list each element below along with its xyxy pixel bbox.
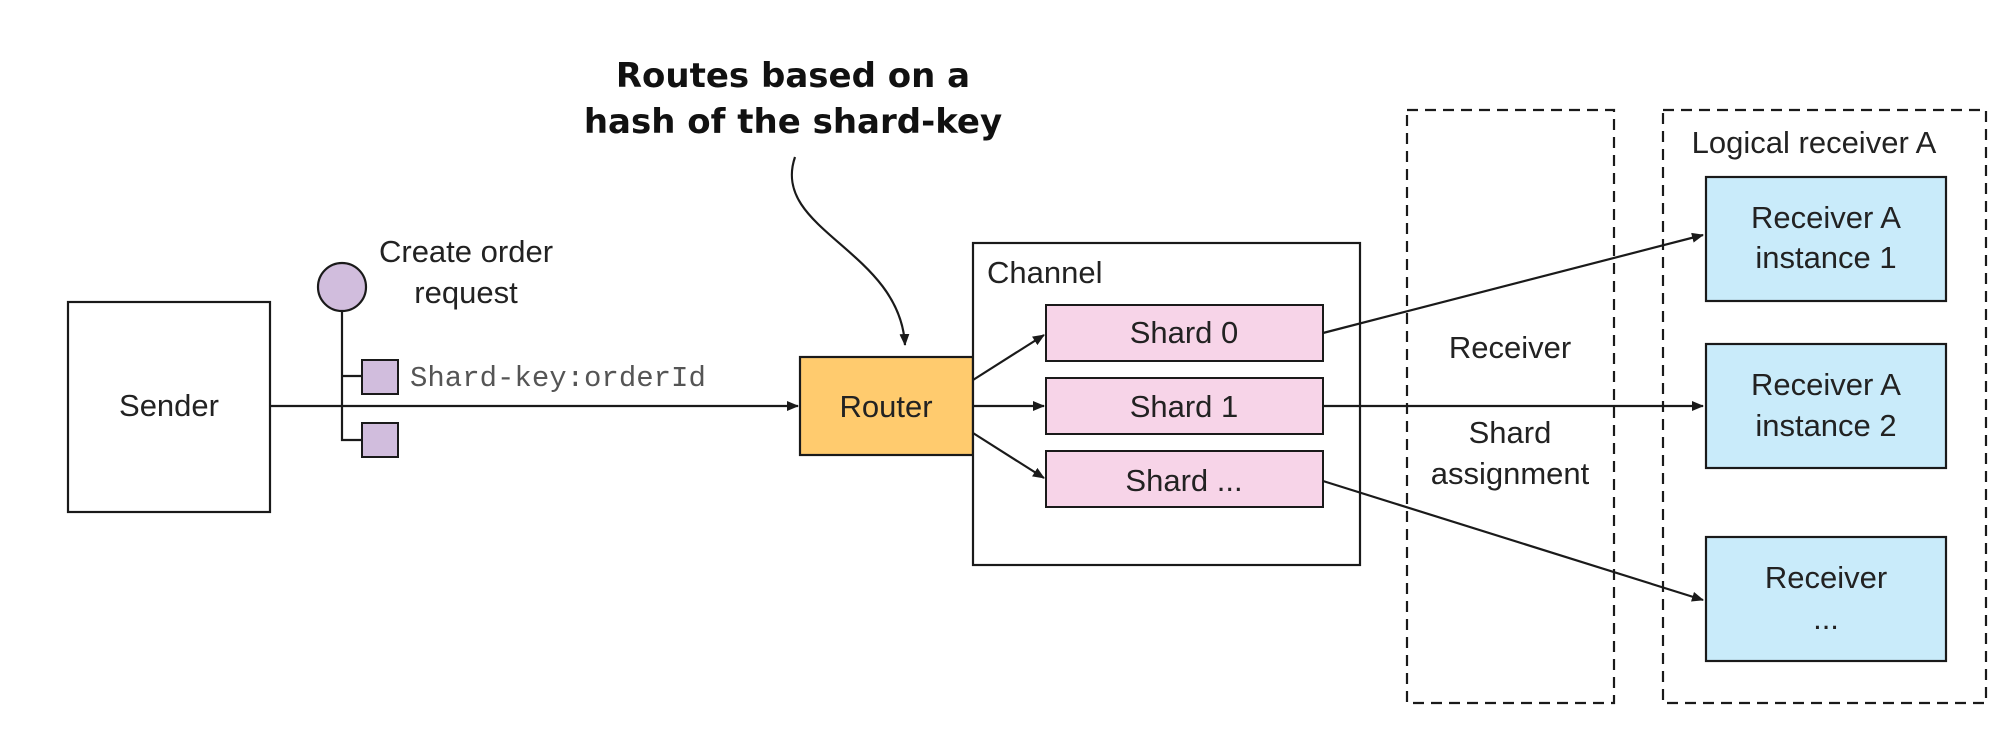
receiver-instance-line-1: Receiver A: [1751, 367, 1901, 402]
shard-box: [1045, 450, 1324, 508]
router-to-shard-arrow: [972, 334, 1045, 381]
assignment-label-line-1: Receiver: [1449, 330, 1571, 365]
shard-label: Shard ...: [1125, 463, 1242, 498]
message-label-line-2: request: [414, 275, 518, 310]
shard-to-receiver-arrow: [1322, 232, 1704, 335]
receiver-instance-line-2: instance 1: [1755, 240, 1896, 275]
callout-line-2: hash of the shard-key: [584, 102, 1002, 142]
shard-label: Shard 1: [1130, 389, 1239, 424]
receiver-instance-box: [1704, 535, 1948, 663]
shard-to-receiver-arrow: [1322, 479, 1704, 602]
receiver-instance-line-1: Receiver: [1765, 560, 1887, 595]
assignment-label-line-3: assignment: [1431, 456, 1590, 491]
receiver-instance-line-2: instance 2: [1755, 408, 1896, 443]
sender-box: [66, 300, 272, 514]
channel-title: Channel: [987, 255, 1102, 290]
sender-label: Sender: [119, 388, 219, 423]
receiver-instance-line-2: ...: [1813, 601, 1839, 636]
shard-label: Shard 0: [1130, 315, 1239, 350]
receiver-instance-box: [1704, 342, 1948, 470]
message-circle-icon: [316, 261, 368, 313]
callout-arrow: [790, 156, 910, 346]
router-to-shard-arrow: [972, 432, 1045, 479]
message-connector: [340, 311, 362, 442]
message-part-icon: [361, 359, 399, 395]
receiver-instance-line-1: Receiver A: [1751, 200, 1901, 235]
router-label: Router: [839, 389, 932, 424]
shard-key-label: Shard-key:orderId: [410, 362, 706, 395]
callout-line-1: Routes based on a: [616, 56, 970, 96]
receiver-instance-box: [1704, 175, 1948, 303]
assignment-label-line-2: Shard: [1469, 415, 1552, 450]
logical-receiver-title: Logical receiver A: [1692, 125, 1937, 160]
message-label-line-1: Create order: [379, 234, 553, 269]
message-part-icon: [361, 422, 399, 458]
router-box: [798, 355, 975, 457]
